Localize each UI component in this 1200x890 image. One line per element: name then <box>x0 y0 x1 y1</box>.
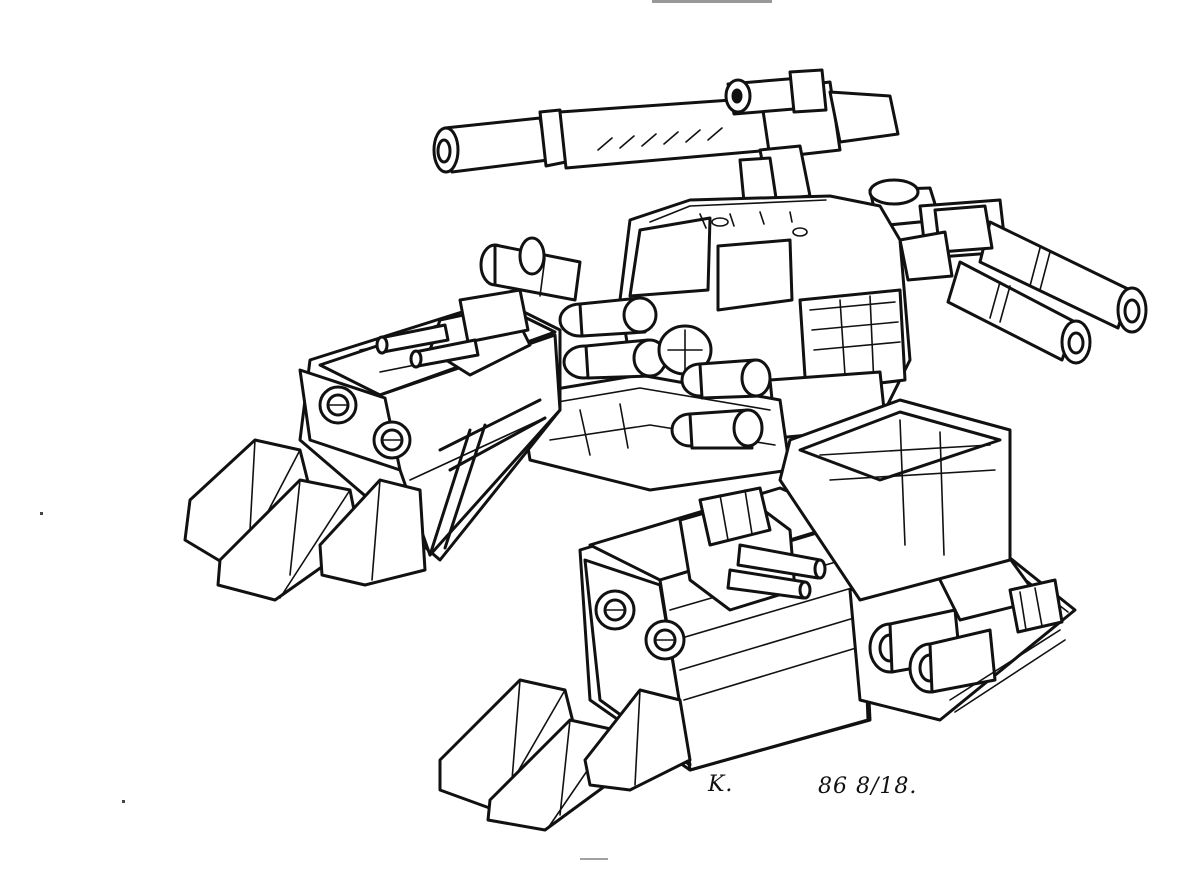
middle-deck <box>481 238 790 490</box>
right-pod-blades <box>440 680 690 830</box>
rear-engine-pack <box>850 545 1075 720</box>
date-note: 86 8/18. <box>818 774 918 799</box>
left-pod-blades <box>185 440 425 600</box>
scan-edge <box>652 0 772 3</box>
right-pod-turret <box>680 488 825 610</box>
left-tread-pod <box>185 290 560 600</box>
rear-exhaust-pipes <box>481 238 580 300</box>
left-pod-turret <box>377 290 530 375</box>
fuel-drum-cluster-right <box>672 360 770 448</box>
right-twin-cannons <box>870 180 1146 363</box>
scan-speck <box>122 800 125 803</box>
fuel-drum-cluster-left <box>560 298 711 378</box>
top-cannon <box>434 70 898 202</box>
right-tread-pod <box>440 488 870 830</box>
scan-speck <box>40 512 43 515</box>
scan-speck <box>580 858 608 860</box>
rear-deck-box <box>780 400 1010 600</box>
artist-signature: K. <box>708 772 734 797</box>
